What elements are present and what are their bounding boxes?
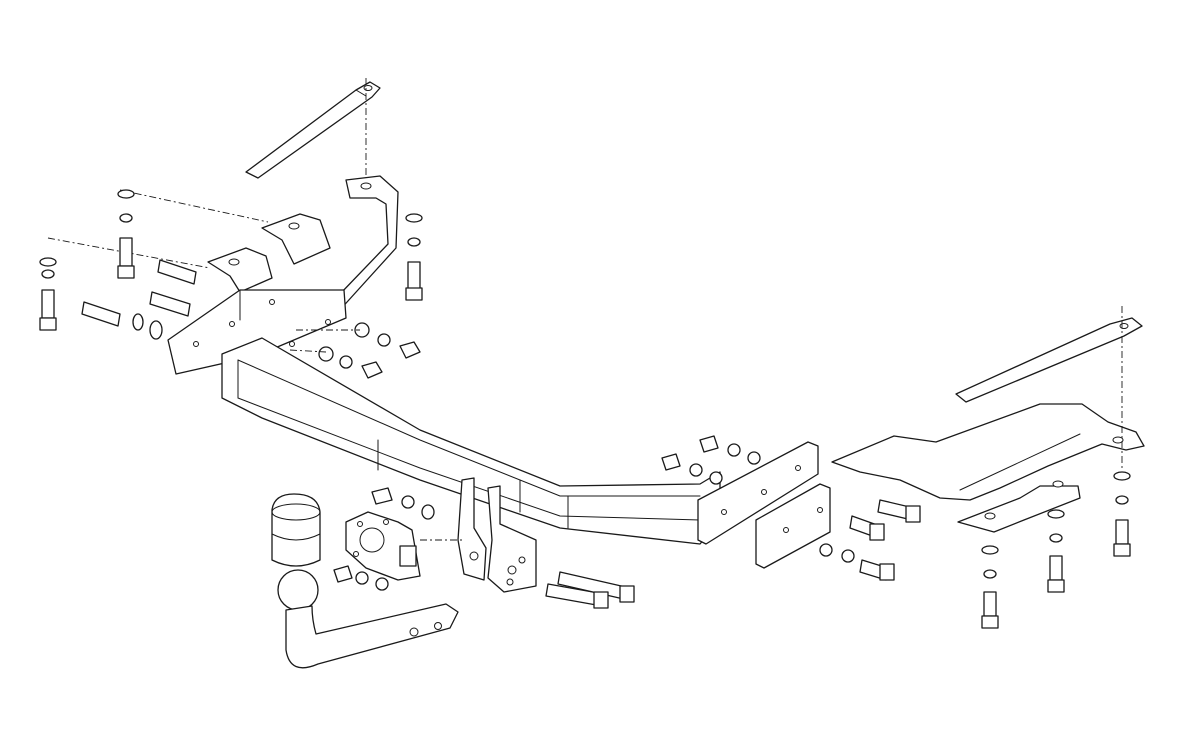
socket-plate	[345, 511, 464, 581]
left-mounting-bracket	[47, 175, 399, 375]
tow-ball-assembly	[271, 493, 459, 669]
left-strap	[245, 78, 381, 182]
left-fasteners	[39, 189, 423, 379]
right-side-plates	[661, 435, 921, 581]
right-mounting-bracket	[831, 403, 1145, 533]
right-fasteners	[981, 471, 1131, 629]
center-fasteners	[333, 487, 635, 609]
center-drop-plates	[457, 477, 537, 593]
right-strap	[955, 306, 1143, 470]
